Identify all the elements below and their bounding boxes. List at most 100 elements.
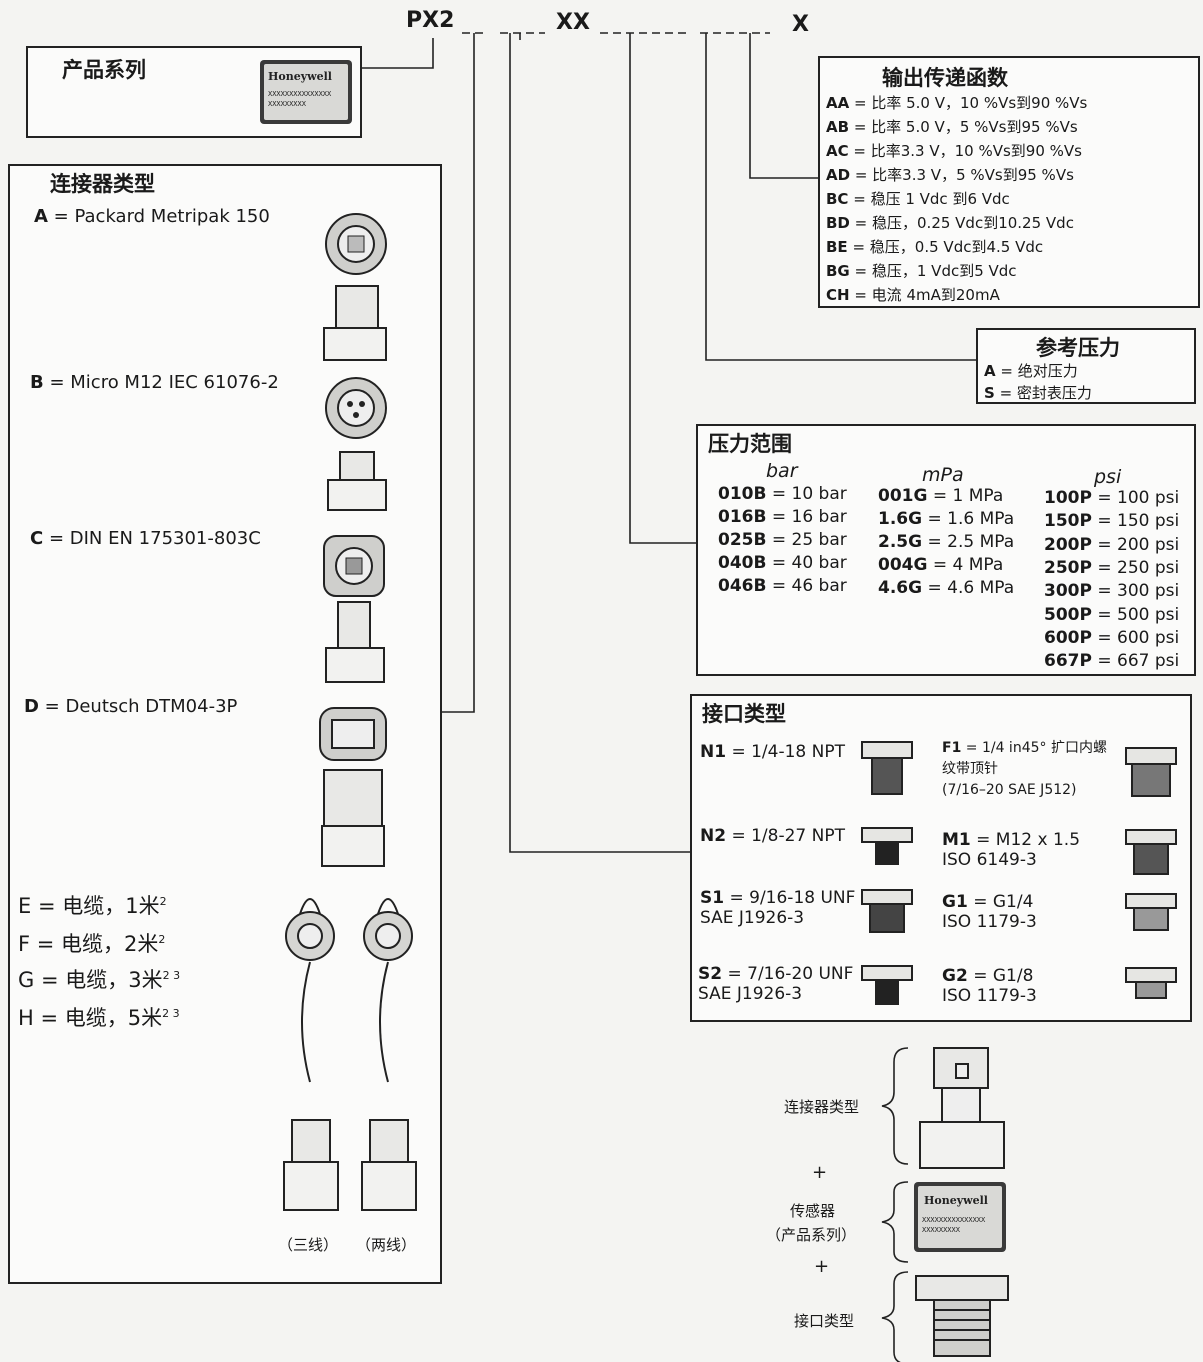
output-text: = 稳压，1 Vdc到5 Vdc: [854, 262, 1017, 280]
mpa-item: 4.6G = 4.6 MPa: [878, 578, 1014, 598]
psi-text: = 667 psi: [1097, 651, 1180, 672]
mpa-text: = 4 MPa: [932, 555, 1004, 575]
two-wire-caption: （两线）: [356, 1236, 417, 1254]
assembly-honeywell-logo: Honeywell: [924, 1194, 988, 1207]
cable-item-g: G = 电缆，3米2 3: [18, 968, 181, 992]
mpa-item: 1.6G = 1.6 MPa: [878, 509, 1014, 529]
pressure-range-title: 压力范围: [708, 432, 792, 456]
output-text: = 电流 4mA到20mA: [854, 286, 1000, 304]
psi-code: 500P: [1044, 604, 1092, 625]
psi-item: 300P = 300 psi: [1044, 581, 1179, 601]
three-wire-caption: （三线）: [278, 1236, 339, 1254]
mpa-code: 004G: [878, 555, 928, 575]
plus-sign-1: +: [812, 1162, 828, 1183]
mpa-text: = 2.5 MPa: [927, 532, 1015, 552]
psi-item: 100P = 100 psi: [1044, 488, 1179, 508]
psi-code: 150P: [1044, 511, 1092, 532]
reference-item-s: S = 密封表压力: [984, 384, 1092, 402]
packard-connector-icon: [323, 213, 387, 361]
mpa-code: 1.6G: [878, 509, 923, 529]
product-series-box: 产品系列 Honeywell XXXXXXXXXXXXXXX XXXXXXXXX: [26, 46, 362, 138]
bar-code: 016B: [718, 507, 767, 527]
psi-item: 667P = 667 psi: [1044, 651, 1179, 671]
product-series-title: 产品系列: [62, 58, 146, 82]
psi-code: 600P: [1044, 627, 1092, 648]
bar-column-header: bar: [766, 460, 798, 482]
cable-item-f: F = 电缆，2米2: [18, 932, 166, 956]
port-item-f1: F1 = 1/4 in45° 扩口内螺纹带顶针(7/16–20 SAE J512…: [942, 740, 1107, 798]
psi-text: = 200 psi: [1097, 534, 1180, 555]
mpa-column-header: mPa: [922, 464, 964, 486]
psi-code: 200P: [1044, 534, 1092, 555]
model-code: PX2: [406, 8, 455, 33]
psi-code: 667P: [1044, 651, 1092, 672]
bar-text: = 16 bar: [771, 507, 847, 527]
output-text: = 比率 5.0 V，5 %Vs到95 %Vs: [853, 118, 1078, 136]
psi-code: 300P: [1044, 581, 1092, 602]
psi-code: 250P: [1044, 557, 1092, 578]
bar-text: = 10 bar: [771, 484, 847, 504]
psi-text: = 300 psi: [1097, 581, 1180, 602]
bar-item: 040B = 40 bar: [718, 553, 847, 573]
psi-item: 600P = 600 psi: [1044, 628, 1179, 648]
cable-item-h: H = 电缆，5米2 3: [18, 1006, 180, 1030]
output-placeholder: X: [792, 12, 809, 37]
psi-text: = 100 psi: [1097, 488, 1180, 508]
mpa-code: 4.6G: [878, 578, 923, 598]
assembly-port-label: 接口类型: [794, 1312, 855, 1330]
psi-text: = 600 psi: [1097, 627, 1180, 648]
cable-item-e: E = 电缆，1米2: [18, 894, 167, 918]
output-text: = 稳压，0.25 Vdc到10.25 Vdc: [854, 214, 1074, 232]
sensor-label-image: Honeywell XXXXXXXXXXXXXXX XXXXXXXXX: [260, 60, 352, 124]
label-line-1: XXXXXXXXXXXXXXX: [268, 90, 332, 98]
bar-code: 025B: [718, 530, 767, 550]
bar-code: 010B: [718, 484, 767, 504]
assembly-port-icon: [915, 1275, 1009, 1357]
output-item: BD = 稳压，0.25 Vdc到10.25 Vdc: [826, 212, 1074, 233]
connector-type-title: 连接器类型: [50, 172, 155, 196]
output-code: BC: [826, 190, 849, 208]
mpa-item: 001G = 1 MPa: [878, 486, 1003, 506]
output-code: BD: [826, 214, 850, 232]
output-item: BG = 稳压，1 Vdc到5 Vdc: [826, 260, 1017, 281]
psi-item: 150P = 150 psi: [1044, 511, 1179, 531]
port-item-n1: N1 = 1/4-18 NPT: [700, 742, 845, 762]
port-item-n2: N2 = 1/8-27 NPT: [700, 826, 845, 846]
port-fittings-right-icon: [1125, 747, 1177, 999]
label-line-2: XXXXXXXXX: [268, 100, 306, 108]
connector-item-b: B = Micro M12 IEC 61076-2: [30, 372, 279, 393]
connector-item-a: A = Packard Metripak 150: [34, 206, 270, 227]
psi-column-header: psi: [1094, 466, 1122, 488]
mpa-text: = 4.6 MPa: [927, 578, 1015, 598]
deutsch-connector-icon: [319, 707, 387, 867]
output-item: CH = 电流 4mA到20mA: [826, 284, 1000, 305]
mpa-text: = 1.6 MPa: [927, 509, 1015, 529]
output-code: AD: [826, 166, 851, 184]
psi-item: 500P = 500 psi: [1044, 605, 1179, 625]
honeywell-logo: Honeywell: [268, 70, 332, 83]
din-connector-icon: [323, 535, 385, 683]
assembly-connector-icon: [919, 1047, 1005, 1169]
connector-type-box: 连接器类型 A = Packard Metripak 150 B = Micro…: [8, 164, 442, 1284]
output-item: BC = 稳压 1 Vdc 到6 Vdc: [826, 188, 1010, 209]
output-item: AC = 比率3.3 V，10 %Vs到90 %Vs: [826, 140, 1082, 161]
bar-code: 040B: [718, 553, 767, 573]
psi-code: 100P: [1044, 488, 1092, 508]
psi-text: = 500 psi: [1097, 604, 1180, 625]
psi-text: = 250 psi: [1097, 557, 1180, 578]
mpa-code: 001G: [878, 486, 928, 506]
port-type-title: 接口类型: [702, 702, 786, 726]
bar-code: 046B: [718, 576, 767, 596]
mpa-code: 2.5G: [878, 532, 923, 552]
bar-text: = 46 bar: [771, 576, 847, 596]
cable-connectors-icon: [283, 898, 417, 1211]
assembly-sensor-label-2: （产品系列）: [766, 1226, 857, 1244]
plus-sign-2: +: [814, 1256, 830, 1277]
bar-item: 046B = 46 bar: [718, 576, 847, 596]
